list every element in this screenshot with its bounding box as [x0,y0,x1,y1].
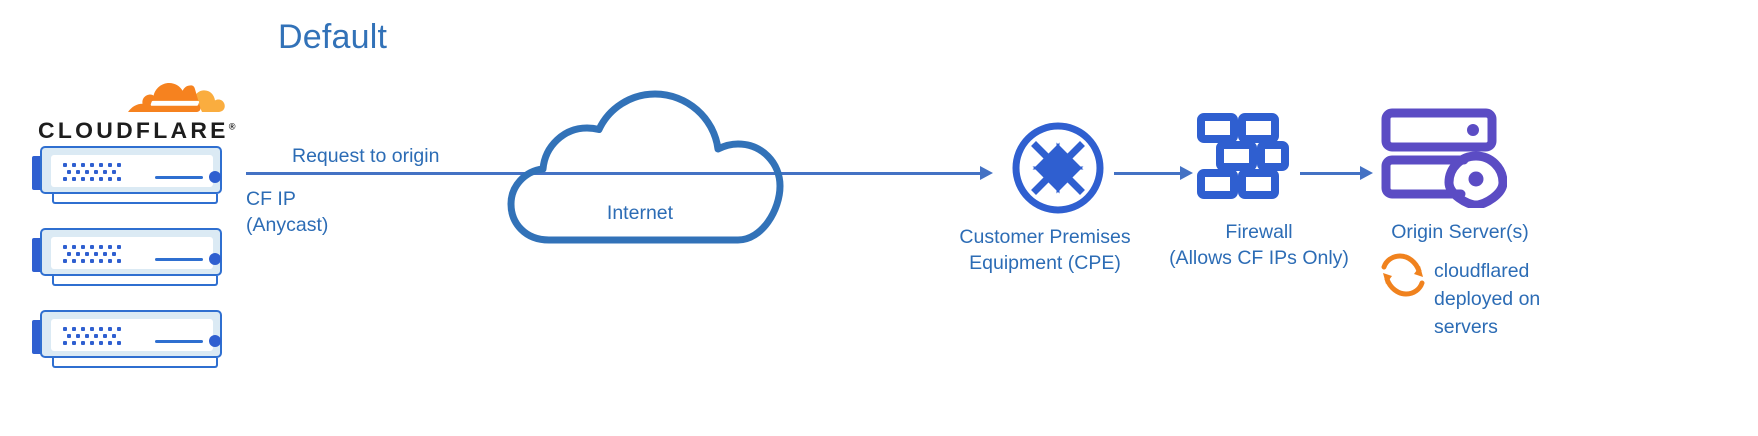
cpe-icon [1010,120,1106,221]
server-stack-item-2 [32,228,228,288]
cloud-icon [507,90,784,244]
server-stack-item-1 [32,146,228,206]
firewall-label: Firewall (Allows CF IPs Only) [1128,219,1390,271]
server-chassis [40,228,222,276]
router-four-arrows-circle-icon [1012,122,1104,214]
cf-ip-label: CF IP (Anycast) [246,186,328,238]
server-front-panel [51,319,221,351]
cf-ip-line1: CF IP [246,188,296,210]
server-status-line [155,258,203,261]
server-base [52,194,218,204]
server-led-icon [209,253,221,265]
cloudflare-cloud-logo-icon [128,83,225,112]
request-flow-line [246,172,984,175]
brick-wall-icon [1197,113,1289,199]
cf-ip-line2: (Anycast) [246,214,329,236]
cpe-label-line1: Customer Premises [959,226,1131,248]
origin-server-pin-icon [1381,108,1508,210]
server-stack-item-3 [32,310,228,370]
internet-cloud [505,88,785,253]
cloudflared-sync-icon [1378,252,1428,303]
cpe-to-firewall-line [1114,172,1182,175]
page-title: Default [278,18,388,56]
firewall-icon [1196,112,1290,205]
cpe-label: Customer Premises Equipment (CPE) [900,224,1190,276]
server-front-panel [51,155,221,187]
server-front-panel [51,237,221,269]
cpe-label-line2: Equipment (CPE) [969,252,1121,274]
cloudflared-line2: deployed on [1434,288,1541,310]
server-base [52,358,218,368]
origin-server-icon [1381,108,1508,213]
server-led-icon [209,335,221,347]
internet-label: Internet [606,202,674,224]
firewall-to-origin-arrowhead-icon [1360,166,1373,180]
firewall-label-line1: Firewall [1225,221,1293,243]
cpe-to-firewall-arrowhead-icon [1180,166,1193,180]
origin-server-label: Origin Server(s) [1391,221,1529,243]
server-status-line [155,176,203,179]
edge-label-request-to-origin: Request to origin [292,145,440,167]
cloudflared-line1: cloudflared [1434,260,1530,282]
cloudflare-wordmark: CLOUDFLARE® [38,118,236,143]
server-chassis [40,146,222,194]
firewall-to-origin-line [1300,172,1362,175]
server-led-icon [209,171,221,183]
cloudflare-logo: CLOUDFLARE® [38,83,235,146]
trademark-symbol: ® [228,121,236,132]
request-flow-arrowhead-icon [980,166,993,180]
server-base [52,276,218,286]
cloudflared-annotation: cloudflared deployed on servers [1434,257,1540,341]
firewall-label-line2: (Allows CF IPs Only) [1169,247,1349,269]
sync-refresh-icon [1381,253,1425,297]
server-status-line [155,340,203,343]
server-chassis [40,310,222,358]
cloudflared-line3: servers [1434,316,1498,338]
